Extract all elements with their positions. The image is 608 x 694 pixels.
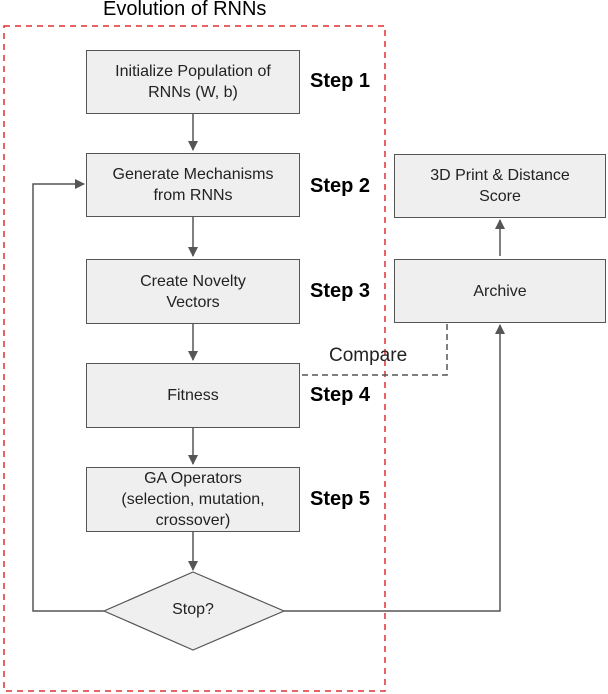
step-4-label: Step 4 (310, 384, 371, 406)
stop-decision-label: Stop? (172, 601, 214, 618)
diagram-title: Evolution of RNNs (103, 0, 267, 20)
print-distance-box: 3D Print & Distance Score (394, 154, 606, 218)
generate-mechanisms-box: Generate Mechanisms from RNNs (86, 153, 300, 217)
step-2-label: Step 2 (310, 175, 371, 197)
step-1-label: Step 1 (310, 70, 371, 92)
novelty-vectors-box: Create Novelty Vectors (86, 259, 300, 324)
fitness-box: Fitness (86, 363, 300, 428)
archive-box: Archive (394, 259, 606, 323)
ga-operators-box: GA Operators (selection, mutation, cross… (86, 467, 300, 532)
arrow-stop-to-archive (284, 324, 505, 612)
step-5-label: Step 5 (310, 488, 371, 510)
step-3-label: Step 3 (310, 280, 371, 302)
compare-label: Compare (329, 345, 408, 366)
evolution-group-border (3, 25, 386, 692)
arrow-stop-loop-back (32, 179, 104, 612)
stop-decision-diamond (102, 571, 286, 651)
init-population-box: Initialize Population of RNNs (W, b) (86, 50, 300, 114)
compare-dashed-line (302, 324, 448, 376)
